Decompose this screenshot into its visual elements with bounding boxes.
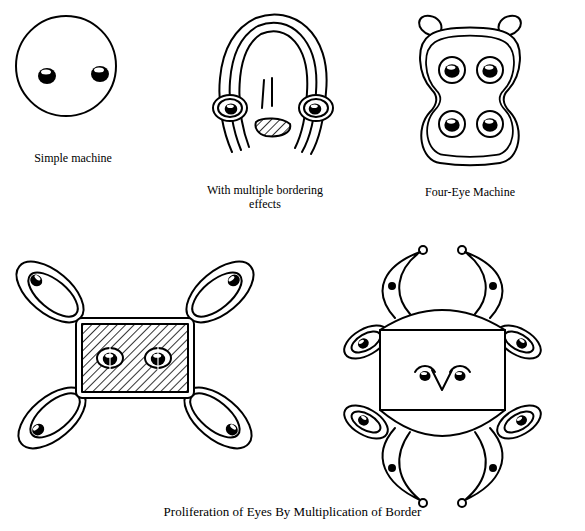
simple-machine — [16, 16, 116, 116]
four-eye-machine — [419, 16, 521, 165]
figure-caption: Proliferation of Eyes By Multiplication … — [40, 505, 545, 520]
figure-label: Simple machine — [10, 152, 136, 166]
horned-machine — [339, 246, 547, 507]
four-petal-machine — [6, 250, 264, 460]
bordered-face — [213, 14, 333, 154]
figure-label: Four-Eye Machine — [404, 186, 536, 200]
figure-label: With multiple bordering effects — [206, 184, 324, 212]
